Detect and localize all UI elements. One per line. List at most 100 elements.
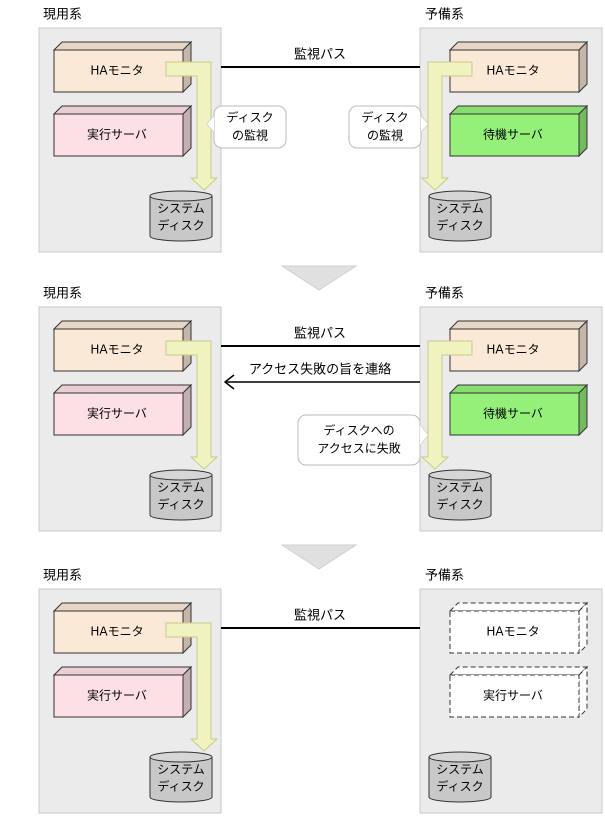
callout-line1: ディスク <box>226 110 273 125</box>
standby-system-title: 予備系 <box>425 568 464 584</box>
box-top-face <box>448 105 589 115</box>
callout-line1: ディスクへの <box>323 423 394 438</box>
box-top-face <box>52 41 193 51</box>
active-system-title: 現用系 <box>43 569 82 584</box>
box-front-face <box>53 674 184 718</box>
disk-top <box>428 190 492 202</box>
active-exec-server-label: 実行サーバ <box>87 406 147 421</box>
monitoring-path-label: 監視パス <box>294 326 346 342</box>
disk-label-line1: システム <box>157 763 205 777</box>
box-top-face <box>52 602 193 612</box>
next-step-arrow <box>280 544 358 570</box>
standby-server-label: 実行サーバ <box>483 688 543 703</box>
monitoring-path-label: 監視パス <box>294 608 346 624</box>
box-side-face <box>182 665 192 719</box>
disk-label-line2: ディスク <box>157 497 204 512</box>
next-step-arrow <box>280 265 358 291</box>
callout-tail-fill <box>420 425 428 445</box>
box-top-face <box>52 384 193 394</box>
callout-tail-fill <box>207 116 214 132</box>
box-side-face <box>578 319 588 373</box>
active-disk-watch-arrow <box>165 340 219 470</box>
disk-top <box>149 469 213 481</box>
active-system-title: 現用系 <box>43 8 82 23</box>
callout-tail-fill <box>421 116 428 132</box>
box-side-face <box>182 104 192 158</box>
disk-body <box>149 475 213 521</box>
active-ha-monitor-label: HAモニタ <box>90 343 143 357</box>
box-front-face <box>53 113 184 157</box>
box-side-face <box>578 665 588 719</box>
stage-2: 現用系予備系HAモニタ実行サーバHAモニタ待機サーバシステムディスクシステムディ… <box>38 286 603 570</box>
stage-1: 現用系予備系HAモニタ実行サーバHAモニタ待機サーバシステムディスクシステムディ… <box>38 7 603 291</box>
disk-label-line2: ディスク <box>157 779 204 794</box>
active-ha-monitor-label: HAモニタ <box>90 625 143 639</box>
notify-label: アクセス失敗の旨を連絡 <box>249 362 391 378</box>
disk-label-line1: システム <box>436 481 484 495</box>
active-exec-server <box>52 383 193 437</box>
active-exec-server-label: 実行サーバ <box>87 688 147 703</box>
standby-ha-monitor-label: HAモニタ <box>486 343 539 357</box>
box-side-face <box>182 383 192 437</box>
callout-line2: アクセスに失敗 <box>317 441 400 456</box>
disk-body <box>149 757 213 803</box>
standby-server <box>448 383 589 437</box>
standby-system-title: 予備系 <box>425 7 464 23</box>
disk-body <box>428 196 492 242</box>
box-front-face <box>449 674 580 718</box>
standby-server <box>448 104 589 158</box>
callout-line2: の監視 <box>367 128 403 143</box>
box-top-face <box>448 602 589 612</box>
box-top-face <box>448 666 589 676</box>
box-front-face <box>449 392 580 436</box>
box-side-face <box>578 40 588 94</box>
disk-top <box>149 190 213 202</box>
active-exec-server <box>52 104 193 158</box>
active-exec-server-label: 実行サーバ <box>87 127 147 142</box>
active-system-title: 現用系 <box>43 287 82 302</box>
callout-line1: ディスク <box>361 110 408 125</box>
disk-label-line1: システム <box>436 763 484 777</box>
stage-3: 現用系予備系HAモニタ実行サーバHAモニタ実行サーバシステムディスクシステムディ… <box>38 568 603 814</box>
active-disk-watch-arrow <box>165 622 219 752</box>
standby-server-label: 待機サーバ <box>483 406 543 421</box>
box-top-face <box>448 384 589 394</box>
active-ha-monitor-label: HAモニタ <box>90 64 143 78</box>
box-top-face <box>448 41 589 51</box>
monitoring-path-label: 監視パス <box>294 47 346 63</box>
disk-label-line2: ディスク <box>436 779 483 794</box>
standby-ha-monitor-label: HAモニタ <box>486 64 539 78</box>
box-top-face <box>52 320 193 330</box>
standby-server-label: 待機サーバ <box>483 127 543 142</box>
box-side-face <box>578 104 588 158</box>
notify-arrow-head <box>223 374 235 390</box>
standby-disk-watch-arrow <box>420 340 473 470</box>
box-top-face <box>52 105 193 115</box>
box-side-face <box>578 383 588 437</box>
standby-server <box>448 665 589 719</box>
disk-body <box>149 196 213 242</box>
standby-system-title: 予備系 <box>425 286 464 302</box>
disk-label-line2: ディスク <box>436 218 483 233</box>
disk-label-line2: ディスク <box>436 497 483 512</box>
disk-label-line1: システム <box>157 481 205 495</box>
box-front-face <box>449 113 580 157</box>
disk-label-line2: ディスク <box>157 218 204 233</box>
callout-line2: の監視 <box>232 128 268 143</box>
disk-label-line1: システム <box>157 202 205 216</box>
disk-top <box>428 751 492 763</box>
box-front-face <box>53 328 184 372</box>
disk-top <box>428 469 492 481</box>
box-side-face <box>578 601 588 655</box>
standby-ha-monitor-label: HAモニタ <box>486 625 539 639</box>
callout-bubble <box>297 414 421 466</box>
disk-body <box>428 757 492 803</box>
